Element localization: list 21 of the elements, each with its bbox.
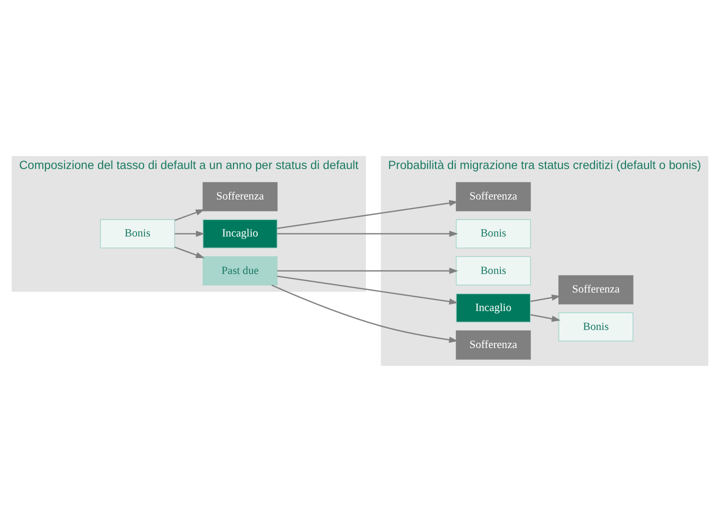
arrow bbox=[530, 294, 561, 302]
node-box: Bonis bbox=[456, 219, 531, 248]
arrow bbox=[277, 230, 458, 237]
node-box: Sofferenza bbox=[202, 182, 278, 212]
node-box: Sofferenza bbox=[456, 182, 531, 212]
node-box: Bonis bbox=[100, 219, 175, 248]
node-box: Bonis bbox=[558, 312, 634, 342]
arrow bbox=[272, 284, 458, 343]
arrow bbox=[174, 246, 205, 258]
node-box: Sofferenza bbox=[558, 275, 634, 304]
node-box: Incaglio bbox=[456, 293, 531, 323]
node-box: Bonis bbox=[456, 256, 531, 286]
arrow bbox=[530, 314, 561, 322]
arrow bbox=[277, 276, 458, 305]
node-box: Incaglio bbox=[202, 219, 278, 248]
node-box: Past due bbox=[202, 256, 278, 286]
arrow bbox=[174, 209, 205, 221]
node-box: Sofferenza bbox=[456, 330, 531, 360]
arrow bbox=[174, 230, 205, 237]
arrow bbox=[277, 268, 458, 274]
arrow bbox=[277, 200, 458, 230]
